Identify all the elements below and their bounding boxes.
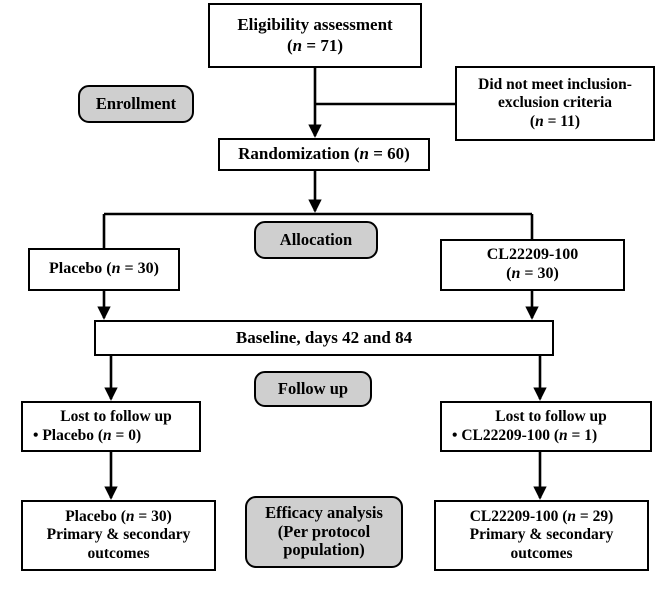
stage-badge-allocation: Allocation: [254, 221, 378, 259]
outcome-right-line2: Primary & secondary: [469, 526, 614, 544]
efficacy-line1: Efficacy analysis: [265, 502, 383, 522]
stage-badge-enrollment: Enrollment: [78, 85, 194, 123]
outcome-left-line2: Primary & secondary: [46, 526, 191, 544]
outcome-right-count: CL22209-100 (n = 29): [469, 508, 614, 526]
box-randomization: Randomization (n = 60): [218, 138, 430, 171]
placebo-alloc-label: Placebo (n = 30): [48, 260, 159, 278]
box-cl22209-100-allocation: CL22209-100 (n = 30): [440, 239, 625, 291]
box-outcomes-placebo: Placebo (n = 30) Primary & secondary out…: [21, 500, 216, 571]
lost-right-detail: • CL22209-100 (n = 1): [452, 426, 598, 444]
drug-alloc-name: CL22209-100: [486, 246, 579, 264]
bullet-icon: •: [33, 426, 43, 444]
drug-alloc-count: (n = 30): [506, 265, 559, 282]
allocation-label: Allocation: [279, 229, 353, 249]
efficacy-line3: population): [283, 540, 365, 560]
eligibility-line1: Eligibility assessment: [237, 15, 393, 35]
efficacy-line2: (Per protocol: [277, 521, 371, 541]
randomization-label: Randomization (n = 60): [238, 144, 410, 164]
exclusion-count: (n = 11): [529, 112, 581, 130]
stage-badge-efficacy-analysis: Efficacy analysis (Per protocol populati…: [245, 496, 403, 568]
stage-badge-follow-up: Follow up: [254, 371, 372, 407]
outcome-left-line3: outcomes: [87, 544, 150, 562]
box-did-not-meet-criteria: Did not meet inclusion- exclusion criter…: [455, 66, 655, 141]
enrollment-label: Enrollment: [95, 93, 177, 113]
followup-label: Follow up: [277, 378, 349, 398]
outcome-left-count: Placebo (n = 30): [65, 508, 172, 526]
lost-left-detail: • Placebo (n = 0): [33, 426, 142, 444]
exclusion-line1: Did not meet inclusion-: [478, 76, 632, 94]
exclusion-line2: exclusion criteria: [497, 94, 613, 112]
eligibility-count: (n = 71): [287, 35, 343, 55]
outcome-right-line3: outcomes: [510, 544, 573, 562]
box-lost-to-follow-up-placebo: Lost to follow up • Placebo (n = 0): [21, 401, 201, 452]
box-outcomes-drug: CL22209-100 (n = 29) Primary & secondary…: [434, 500, 649, 571]
lost-left-title: Lost to follow up: [60, 408, 172, 426]
baseline-label: Baseline, days 42 and 84: [235, 327, 413, 347]
box-lost-to-follow-up-drug: Lost to follow up • CL22209-100 (n = 1): [440, 401, 652, 452]
bullet-icon: •: [452, 426, 462, 444]
box-eligibility-assessment: Eligibility assessment (n = 71): [208, 3, 422, 68]
lost-right-title: Lost to follow up: [495, 408, 607, 426]
box-placebo-allocation: Placebo (n = 30): [28, 248, 180, 291]
box-baseline-timepoints: Baseline, days 42 and 84: [94, 320, 554, 356]
